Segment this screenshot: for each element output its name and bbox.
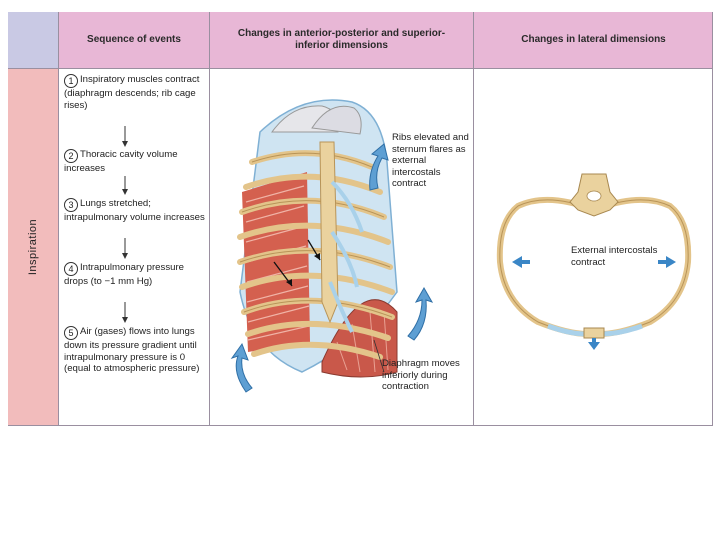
lateral-cell bbox=[474, 69, 713, 426]
lateral-rib-illustration bbox=[496, 173, 692, 350]
divider bbox=[58, 12, 59, 426]
inspiration-figure: Sequence of events Changes in anterior-p… bbox=[8, 12, 713, 426]
down-arrow-icon bbox=[122, 126, 128, 147]
sequence-cell bbox=[59, 69, 209, 426]
step-text: Lungs stretched; intrapulmonary volume i… bbox=[64, 198, 205, 223]
step-number: 3 bbox=[64, 198, 78, 212]
down-arrow-icon bbox=[122, 302, 128, 323]
divider bbox=[209, 12, 210, 426]
down-arrow-icon bbox=[122, 176, 128, 195]
divider bbox=[8, 68, 713, 69]
diaphragm-label: Diaphragm moves inferiorly during contra… bbox=[382, 358, 460, 392]
divider bbox=[8, 425, 713, 426]
step-number: 5 bbox=[64, 326, 78, 340]
header-lateral: Changes in lateral dimensions bbox=[474, 12, 713, 68]
step-number: 1 bbox=[64, 74, 78, 88]
step-text: Intrapulmonary pressure drops (to −1 mm … bbox=[64, 262, 184, 287]
step-number: 4 bbox=[64, 262, 78, 276]
header-ap-si-text: Changes in anterior-posterior and superi… bbox=[237, 28, 446, 51]
header-sequence: Sequence of events bbox=[59, 12, 209, 68]
divider bbox=[712, 12, 713, 426]
header-ap-si: Changes in anterior-posterior and superi… bbox=[210, 12, 473, 68]
down-arrow-icon bbox=[122, 238, 128, 259]
step-number: 2 bbox=[64, 149, 78, 163]
header-lateral-text: Changes in lateral dimensions bbox=[521, 34, 666, 45]
side-label: Inspiration bbox=[8, 68, 58, 426]
external-intercostals-label: External intercostals contract bbox=[571, 245, 658, 268]
step-text: Inspiratory muscles contract (diaphragm … bbox=[64, 74, 200, 111]
ribs-label: Ribs elevated and sternum flares as exte… bbox=[392, 132, 469, 189]
header-sequence-text: Sequence of events bbox=[87, 34, 181, 45]
side-label-text: Inspiration bbox=[27, 218, 40, 276]
step-text: Air (gases) flows into lungs down its pr… bbox=[64, 326, 200, 374]
header-corner bbox=[8, 12, 58, 68]
step-text: Thoracic cavity volume increases bbox=[64, 149, 178, 174]
divider bbox=[473, 12, 474, 426]
side-band bbox=[8, 68, 58, 426]
rib-cage-illustration bbox=[230, 99, 434, 393]
